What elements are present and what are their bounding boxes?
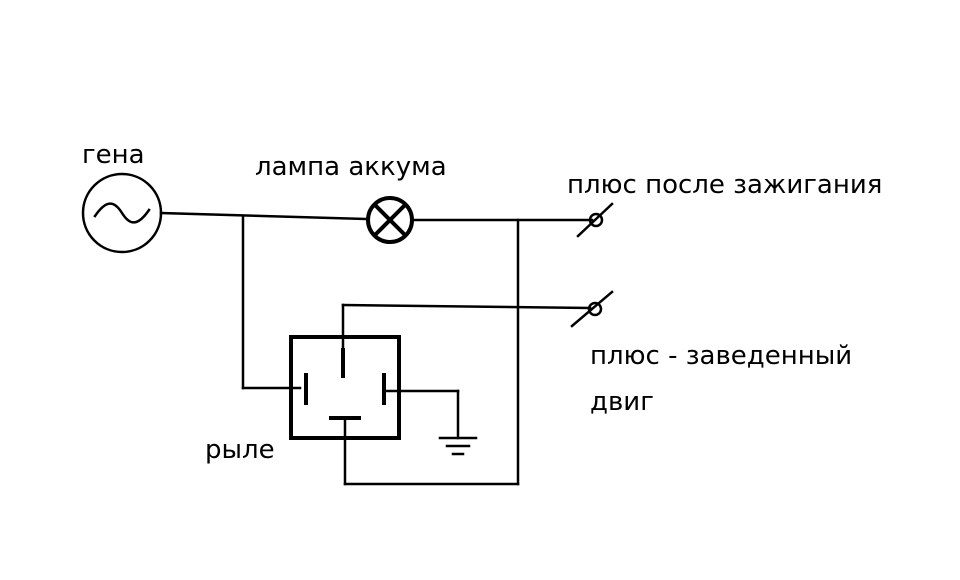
generator-label: гена	[82, 140, 145, 170]
plus-engine-label-line1: плюс - заведенный	[590, 341, 852, 371]
lamp-label: лампа аккума	[255, 152, 447, 182]
plus-engine-label-line2: двиг	[590, 387, 654, 417]
relay-label: рыле	[205, 435, 275, 465]
relay-box	[289, 335, 401, 440]
terminal-icon	[587, 301, 603, 317]
engine-terminal	[570, 290, 614, 328]
wire-generator-to-lamp	[159, 211, 367, 221]
ignition-terminal	[576, 202, 614, 238]
lamp-symbol	[366, 196, 414, 244]
relay-symbol	[289, 335, 401, 440]
terminal-slash	[570, 290, 614, 328]
wire-to-engine-terminal	[341, 303, 592, 310]
terminal-icon	[588, 212, 604, 228]
generator-symbol	[81, 172, 163, 254]
sine-wave-glyph	[93, 202, 151, 224]
ground-icon	[438, 436, 478, 456]
lamp-cross-b	[373, 203, 407, 237]
plus-ignition-label: плюс после зажигания	[567, 170, 882, 200]
terminal-slash	[576, 202, 614, 238]
